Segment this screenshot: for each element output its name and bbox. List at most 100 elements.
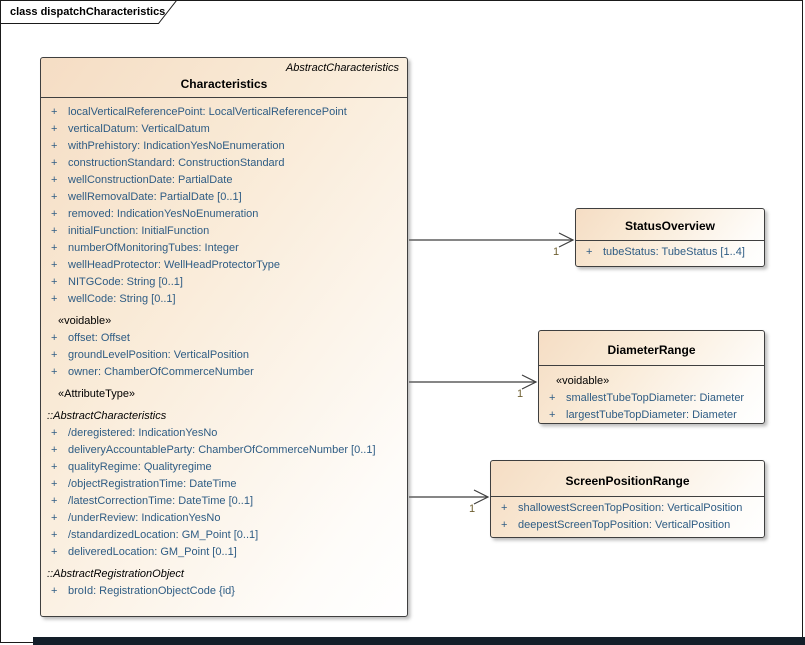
visibility-marker: + <box>51 174 58 186</box>
attribute-text: withPrehistory: IndicationYesNoEnumerati… <box>68 140 285 152</box>
attribute-text: deliveredLocation: GM_Point [0..1] <box>68 546 237 558</box>
attribute-row: + smallestTubeTopDiameter: Diameter <box>539 390 764 407</box>
visibility-marker: + <box>51 478 58 490</box>
attribute-compartment: «voidable» + smallestTubeTopDiameter: Dia… <box>539 366 764 427</box>
attribute-text: ::AbstractRegistrationObject <box>47 568 184 580</box>
attribute-row: +offset: Offset <box>41 330 407 347</box>
visibility-marker: + <box>51 293 58 305</box>
visibility-marker: + <box>51 461 58 473</box>
class-name: StatusOverview <box>624 219 716 233</box>
attribute-row: +/underReview: IndicationYesNo <box>41 510 407 527</box>
diagram-tab: class dispatchCharacteristics <box>0 0 200 30</box>
visibility-marker: + <box>51 546 58 558</box>
visibility-marker: + <box>51 427 58 439</box>
class-name: ScreenPositionRange <box>565 474 690 488</box>
class-screenpositionrange[interactable]: ScreenPositionRange + shallowestScreenTop… <box>490 460 765 538</box>
visibility-marker: + <box>501 519 508 531</box>
attribute-text: wellCode: String [0..1] <box>68 293 176 305</box>
attribute-row: +groundLevelPosition: VerticalPosition <box>41 347 407 364</box>
visibility-marker: + <box>51 512 58 524</box>
attribute-text: wellHeadProtector: WellHeadProtectorType <box>68 259 280 271</box>
attribute-text: constructionStandard: ConstructionStanda… <box>68 157 285 169</box>
attribute-text: broId: RegistrationObjectCode {id} <box>68 585 235 597</box>
visibility-marker: + <box>549 392 556 404</box>
visibility-marker: + <box>51 444 58 456</box>
class-name: Characteristics <box>180 77 268 91</box>
class-header: AbstractCharacteristics Characteristics <box>41 58 407 98</box>
attribute-text: smallestTubeTopDiameter: Diameter <box>566 392 745 404</box>
tab-outline <box>0 0 178 24</box>
attribute-row: + largestTubeTopDiameter: Diameter <box>539 407 764 424</box>
visibility-marker: + <box>51 191 58 203</box>
multiplicity-label: 1 <box>517 388 524 400</box>
visibility-marker: + <box>51 242 58 254</box>
visibility-marker: + <box>51 106 58 118</box>
attribute-text: numberOfMonitoringTubes: Integer <box>68 242 239 254</box>
visibility-marker: + <box>51 140 58 152</box>
class-characteristics[interactable]: AbstractCharacteristics Characteristics … <box>40 57 408 617</box>
visibility-marker: + <box>51 585 58 597</box>
attribute-row: + numberOfMonitoringTubes: Integer <box>41 240 407 257</box>
attribute-row: «voidable» <box>41 313 407 330</box>
attribute-row: +constructionStandard: ConstructionStand… <box>41 155 407 172</box>
attribute-compartment: + tubeStatus: TubeStatus [1..4] <box>576 241 764 264</box>
attribute-text: wellConstructionDate: PartialDate <box>68 174 233 186</box>
attribute-row: + /objectRegistrationTime: DateTime <box>41 476 407 493</box>
attribute-text: «voidable» <box>556 375 610 387</box>
attribute-text: largestTubeTopDiameter: Diameter <box>566 409 737 421</box>
attribute-row: ::AbstractRegistrationObject <box>41 566 407 583</box>
attribute-text: deliveryAccountableParty: ChamberOfComme… <box>68 444 376 456</box>
visibility-marker: + <box>586 246 593 258</box>
attribute-row: + deliveryAccountableParty: ChamberOfComm… <box>41 442 407 459</box>
attribute-row: +initialFunction: InitialFunction <box>41 223 407 240</box>
attribute-text: /deregistered: IndicationYesNo <box>68 427 218 439</box>
attribute-text: NITGCode: String [0..1] <box>68 276 183 288</box>
attribute-row: + withPrehistory: IndicationYesNoEnumerat… <box>41 138 407 155</box>
attribute-row: + wellCode: String [0..1] <box>41 291 407 308</box>
class-stereotype: AbstractCharacteristics <box>285 62 399 74</box>
attribute-text: verticalDatum: VerticalDatum <box>68 123 210 135</box>
attribute-row: +owner: ChamberOfCommerceNumber <box>41 364 407 381</box>
attribute-text: localVerticalReferencePoint: LocalVertic… <box>68 106 347 118</box>
attribute-row: +/latestCorrectionTime: DateTime [0..1] <box>41 493 407 510</box>
visibility-marker: + <box>51 123 58 135</box>
class-statusoverview[interactable]: StatusOverview + tubeStatus: TubeStatus [… <box>575 208 765 267</box>
class-header: StatusOverview <box>576 209 764 241</box>
attribute-row: + /deregistered: IndicationYesNo <box>41 425 407 442</box>
visibility-marker: + <box>549 409 556 421</box>
attribute-text: removed: IndicationYesNoEnumeration <box>68 208 259 220</box>
attribute-row: + deliveredLocation: GM_Point [0..1] <box>41 544 407 561</box>
attribute-row: ::AbstractCharacteristics <box>41 408 407 425</box>
attribute-row: + wellConstructionDate: PartialDate <box>41 172 407 189</box>
class-name: DiameterRange <box>607 343 696 357</box>
visibility-marker: + <box>51 208 58 220</box>
attribute-row: +wellRemovalDate: PartialDate [0..1] <box>41 189 407 206</box>
attribute-row: + qualityRegime: Qualityregime <box>41 459 407 476</box>
visibility-marker: + <box>501 502 508 514</box>
attribute-text: deepestScreenTopPosition: VerticalPositi… <box>518 519 731 531</box>
attribute-text: /objectRegistrationTime: DateTime <box>68 478 237 490</box>
attribute-text: offset: Offset <box>68 332 130 344</box>
visibility-marker: + <box>51 225 58 237</box>
class-diameterrange[interactable]: DiameterRange «voidable» + smallestTubeTo… <box>538 330 765 424</box>
attribute-row: + shallowestScreenTopPosition: VerticalPo… <box>491 500 764 517</box>
attribute-row: + localVerticalReferencePoint: LocalVerti… <box>41 104 407 121</box>
attribute-text: tubeStatus: TubeStatus [1..4] <box>603 246 745 258</box>
attribute-row: + broId: RegistrationObjectCode {id} <box>41 583 407 600</box>
visibility-marker: + <box>51 366 58 378</box>
attribute-text: «voidable» <box>58 315 112 327</box>
attribute-row: +NITGCode: String [0..1] <box>41 274 407 291</box>
attribute-row: +/standardizedLocation: GM_Point [0..1] <box>41 527 407 544</box>
visibility-marker: + <box>51 349 58 361</box>
class-header: ScreenPositionRange <box>491 461 764 497</box>
multiplicity-label: 1 <box>469 503 476 515</box>
attribute-row: «AttributeType» <box>41 386 407 403</box>
attribute-text: qualityRegime: Qualityregime <box>68 461 212 473</box>
attribute-text: shallowestScreenTopPosition: VerticalPos… <box>518 502 743 514</box>
attribute-row: + tubeStatus: TubeStatus [1..4] <box>576 244 764 261</box>
attribute-text: ::AbstractCharacteristics <box>47 410 167 422</box>
bottom-strip <box>33 637 805 645</box>
attribute-compartment: + localVerticalReferencePoint: LocalVerti… <box>41 98 407 604</box>
visibility-marker: + <box>51 529 58 541</box>
